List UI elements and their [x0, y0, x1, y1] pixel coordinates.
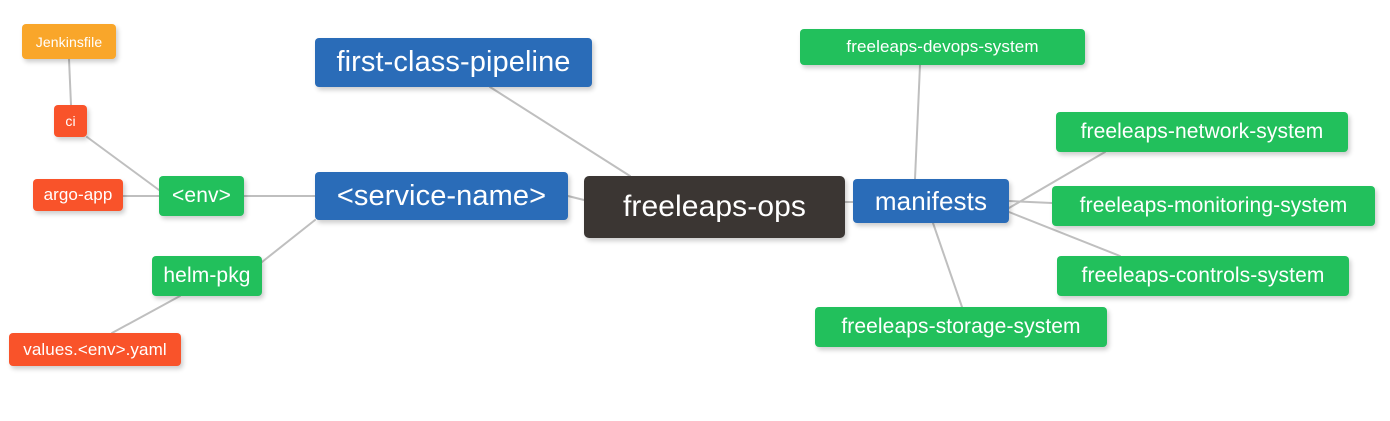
- node-service-name[interactable]: <service-name>: [315, 172, 568, 220]
- edge-helm-pkg-to-values-yaml: [111, 295, 181, 334]
- node-controls-system[interactable]: freeleaps-controls-system: [1057, 256, 1349, 296]
- node-ci[interactable]: ci: [54, 105, 87, 137]
- node-network-system[interactable]: freeleaps-network-system: [1056, 112, 1348, 152]
- node-helm-pkg[interactable]: helm-pkg: [152, 256, 262, 296]
- edge-manifests-to-monitoring-system: [1008, 200, 1053, 204]
- edge-jenkinsfile-to-ci: [68, 58, 72, 106]
- node-first-class-pipeline[interactable]: first-class-pipeline: [315, 38, 592, 87]
- edge-manifests-to-devops-system: [914, 64, 921, 180]
- node-devops-system[interactable]: freeleaps-devops-system: [800, 29, 1085, 65]
- node-monitoring-system[interactable]: freeleaps-monitoring-system: [1052, 186, 1375, 226]
- edge-first-class-pipeline-to-freeleaps-ops: [489, 86, 631, 177]
- node-jenkinsfile[interactable]: Jenkinsfile: [22, 24, 116, 59]
- node-manifests[interactable]: manifests: [853, 179, 1009, 223]
- edge-service-name-to-helm-pkg: [261, 219, 316, 263]
- edge-service-name-to-freeleaps-ops: [567, 195, 585, 201]
- edge-manifests-to-storage-system: [932, 222, 963, 308]
- node-storage-system[interactable]: freeleaps-storage-system: [815, 307, 1107, 347]
- node-freeleaps-ops[interactable]: freeleaps-ops: [584, 176, 845, 238]
- node-argo-app[interactable]: argo-app: [33, 179, 123, 211]
- node-values-yaml[interactable]: values.<env>.yaml: [9, 333, 181, 366]
- node-env[interactable]: <env>: [159, 176, 244, 216]
